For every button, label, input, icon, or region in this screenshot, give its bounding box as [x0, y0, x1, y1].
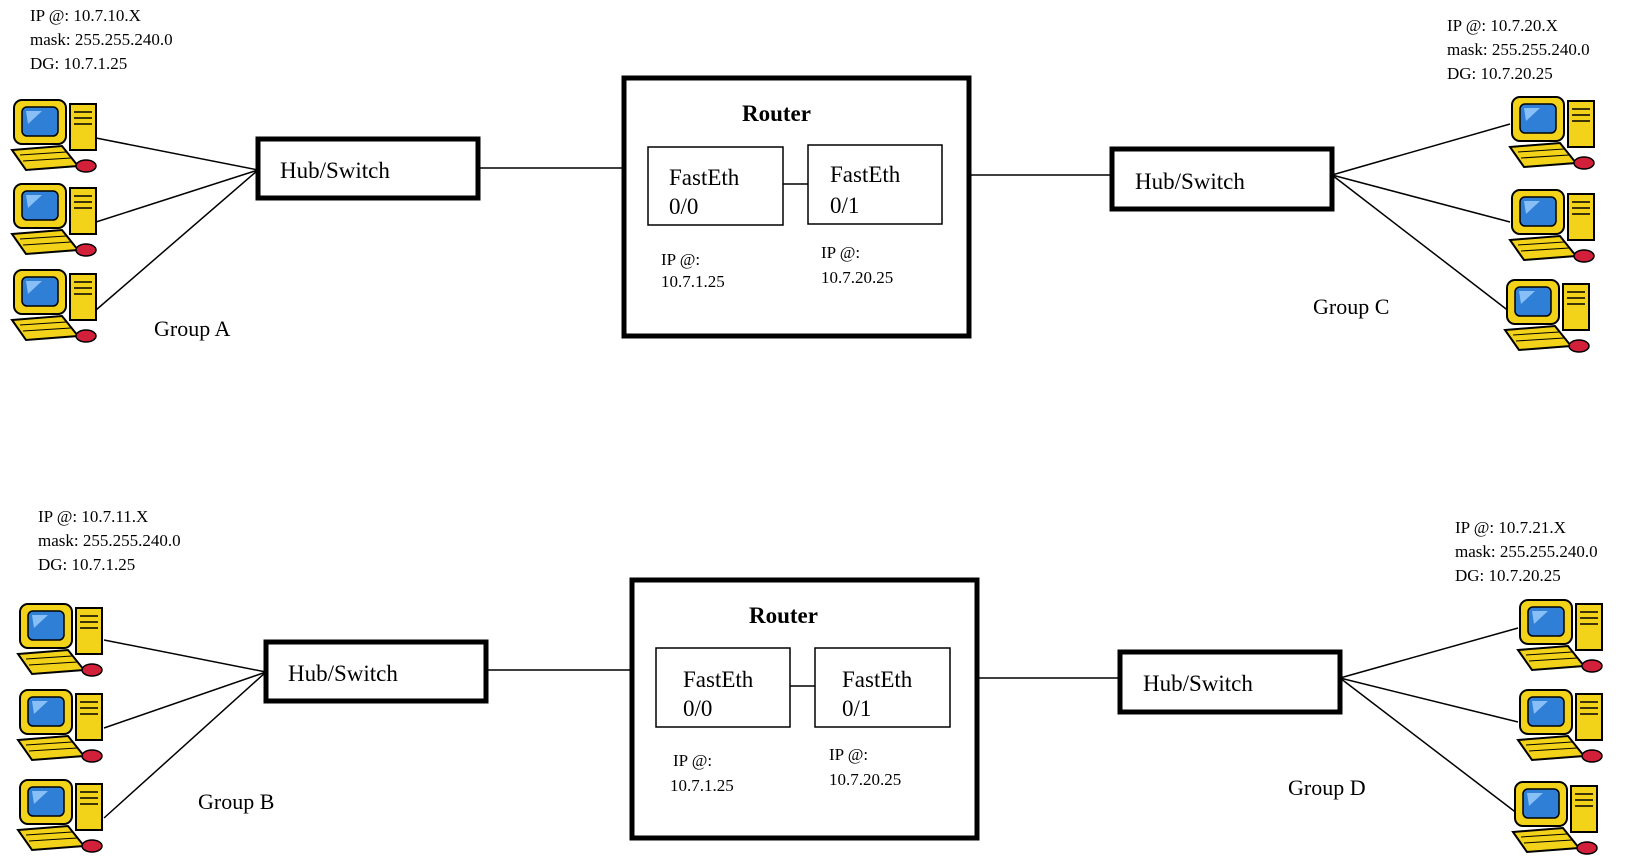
desktop-computer-icon — [1504, 279, 1590, 353]
desktop-computer-icon — [1517, 689, 1603, 763]
desktop-computer-icon — [1509, 96, 1595, 170]
port-0-1-ip: 10.7.20.25 — [829, 770, 901, 789]
fasteth-port-0-0 — [647, 146, 784, 226]
group-c-network: Hub/Switch Group C IP @: 10.7.20.X mask:… — [969, 16, 1595, 353]
hub-switch — [1117, 649, 1343, 715]
group-a-network: IP @: 10.7.10.X mask: 255.255.240.0 DG: … — [11, 6, 972, 343]
router-title: Router — [749, 603, 818, 628]
group-d-default-gateway: DG: 10.7.20.25 — [1455, 566, 1561, 585]
port-number: 0/1 — [842, 696, 871, 721]
group-d-ip-range: IP @: 10.7.21.X — [1455, 518, 1566, 537]
port-0-0-ip-label: IP @: — [661, 250, 700, 269]
desktop-computer-icon — [11, 99, 97, 173]
desktop-computer-icon — [17, 603, 103, 677]
port-name: FastEth — [669, 165, 740, 190]
port-0-1-ip: 10.7.20.25 — [821, 268, 893, 287]
hub-switch-label: Hub/Switch — [280, 158, 390, 183]
fasteth-port-0-1 — [814, 647, 951, 728]
hub-switch-label: Hub/Switch — [1135, 169, 1245, 194]
hub-switch-label: Hub/Switch — [1143, 671, 1253, 696]
group-b-network: IP @: 10.7.11.X mask: 255.255.240.0 DG: … — [17, 507, 980, 853]
router-title: Router — [742, 101, 811, 126]
group-a-ip-range: IP @: 10.7.10.X — [30, 6, 141, 25]
port-name: FastEth — [842, 667, 913, 692]
desktop-computer-icon — [17, 689, 103, 763]
desktop-computer-icon — [11, 269, 97, 343]
port-number: 0/1 — [830, 193, 859, 218]
group-b-ip-range: IP @: 10.7.11.X — [38, 507, 148, 526]
group-d-network: Hub/Switch Group D IP @: 10.7.21.X mask:… — [977, 518, 1603, 855]
port-number: 0/0 — [683, 696, 712, 721]
group-c-ip-range: IP @: 10.7.20.X — [1447, 16, 1558, 35]
fasteth-port-0-1 — [807, 144, 943, 225]
group-label: Group C — [1313, 294, 1389, 319]
group-c-mask: mask: 255.255.240.0 — [1447, 40, 1590, 59]
group-d-mask: mask: 255.255.240.0 — [1455, 542, 1598, 561]
port-0-0-ip: 10.7.1.25 — [661, 272, 725, 291]
desktop-computer-icon — [1509, 189, 1595, 263]
group-c-default-gateway: DG: 10.7.20.25 — [1447, 64, 1553, 83]
port-0-0-ip: 10.7.1.25 — [670, 776, 734, 795]
group-label: Group A — [154, 316, 231, 341]
hub-switch — [1109, 146, 1335, 212]
hub-switch — [263, 639, 489, 704]
fasteth-port-0-0 — [655, 647, 791, 728]
group-a-default-gateway: DG: 10.7.1.25 — [30, 54, 127, 73]
port-0-1-ip-label: IP @: — [829, 745, 868, 764]
group-b-mask: mask: 255.255.240.0 — [38, 531, 181, 550]
desktop-computer-icon — [1512, 781, 1598, 855]
hub-switch-label: Hub/Switch — [288, 661, 398, 686]
group-a-mask: mask: 255.255.240.0 — [30, 30, 173, 49]
port-0-0-ip-label: IP @: — [673, 751, 712, 770]
desktop-computer-icon — [11, 183, 97, 257]
desktop-computer-icon — [1517, 599, 1603, 673]
group-b-default-gateway: DG: 10.7.1.25 — [38, 555, 135, 574]
hub-switch — [255, 136, 481, 201]
port-name: FastEth — [683, 667, 754, 692]
desktop-computer-icon — [17, 779, 103, 853]
port-name: FastEth — [830, 162, 901, 187]
group-label: Group B — [198, 789, 274, 814]
port-0-1-ip-label: IP @: — [821, 243, 860, 262]
port-number: 0/0 — [669, 194, 698, 219]
group-label: Group D — [1288, 775, 1366, 800]
